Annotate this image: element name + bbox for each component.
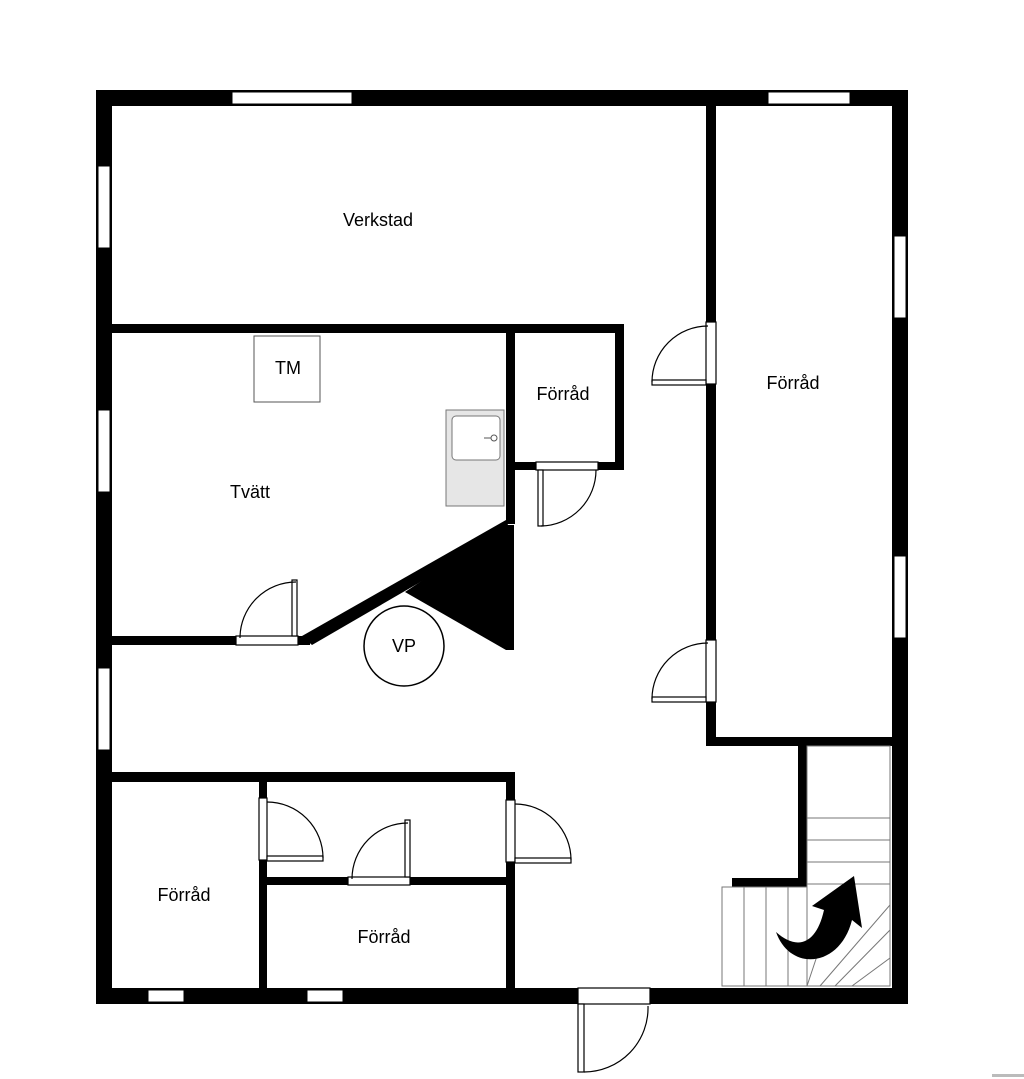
wall-stair-step [732,878,807,887]
room-label-forrad-small: Förråd [536,384,589,404]
door-lower-forrad-mid [347,819,411,886]
window-left-1 [97,165,111,249]
stairs-icon [721,745,891,987]
wall-tvatt-right [506,324,515,524]
wall-lower-top [112,772,514,782]
wall-right [892,90,908,1004]
wall-left [96,90,112,1004]
window-bottom-2 [306,989,344,1003]
chimney-block [405,525,514,650]
vp-label: VP [392,636,416,656]
door-small-forrad [535,461,599,527]
windows [97,91,907,1003]
wall-bottom [96,988,908,1004]
doors [235,321,717,1073]
window-right-1 [893,235,907,319]
wall-verkstad-tvatt [112,324,624,333]
door-tvatt [235,579,299,646]
room-label-verkstad: Verkstad [343,210,413,230]
sink-icon [445,409,505,507]
room-label-tvatt: Tvätt [230,482,270,502]
window-bottom-1 [147,989,185,1003]
tm-label: TM [275,358,301,378]
corner-mark [992,1074,1024,1077]
window-right-2 [893,555,907,639]
wall-tvatt-bottom [112,636,310,645]
curved-arrow-icon [776,876,862,960]
room-label-forrad-bottom-mid: Förråd [357,927,410,947]
door-right-forrad-lower [651,639,717,703]
wall-small-forrad-right [615,324,624,470]
door-lower-corridor-right [505,799,572,864]
window-left-2 [97,409,111,493]
washing-machine-box [253,335,321,403]
wall-tvatt-diagonal [302,520,510,645]
window-top-1 [231,91,353,105]
window-left-3 [97,667,111,751]
door-lower-corridor-left [258,797,324,862]
room-label-forrad-right: Förråd [766,373,819,393]
wall-right-forrad-left [706,100,716,745]
room-label-forrad-bottom-left: Förråd [157,885,210,905]
door-entrance [577,987,651,1073]
vp-unit [363,605,445,687]
wall-stair-left [798,737,807,887]
door-right-forrad-upper [651,321,717,386]
window-top-2 [767,91,851,105]
